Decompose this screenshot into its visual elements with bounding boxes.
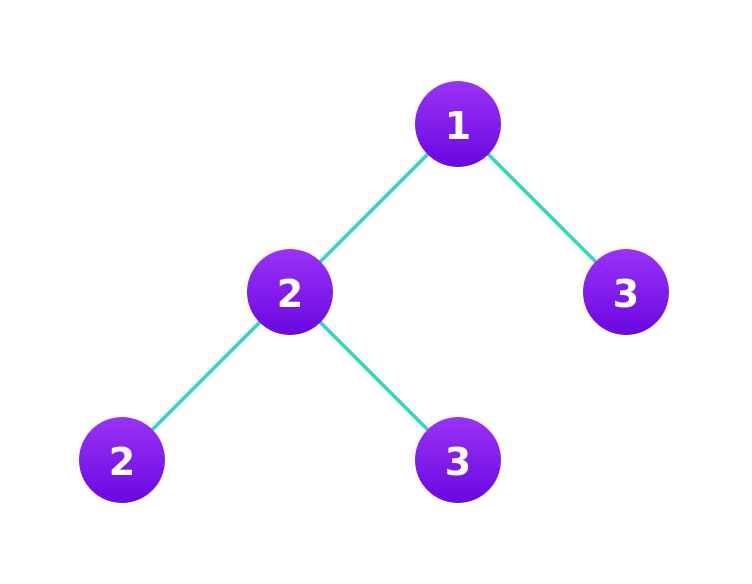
tree-node-right-child: 3 <box>583 249 669 335</box>
nodes-layer: 1 2 3 2 3 <box>79 81 669 503</box>
tree-node-left-left-leaf: 2 <box>79 417 165 503</box>
node-label: 2 <box>109 440 135 484</box>
node-label: 3 <box>613 272 639 316</box>
node-circle <box>247 249 333 335</box>
node-circle <box>415 81 501 167</box>
node-circle <box>583 249 669 335</box>
node-circle <box>415 417 501 503</box>
edges-layer <box>120 122 628 462</box>
tree-node-left-child: 2 <box>247 249 333 335</box>
tree-node-root: 1 <box>415 81 501 167</box>
node-circle <box>79 417 165 503</box>
node-label: 2 <box>277 272 303 316</box>
node-label: 3 <box>445 440 471 484</box>
tree-node-left-right-leaf: 3 <box>415 417 501 503</box>
node-label: 1 <box>445 104 471 148</box>
